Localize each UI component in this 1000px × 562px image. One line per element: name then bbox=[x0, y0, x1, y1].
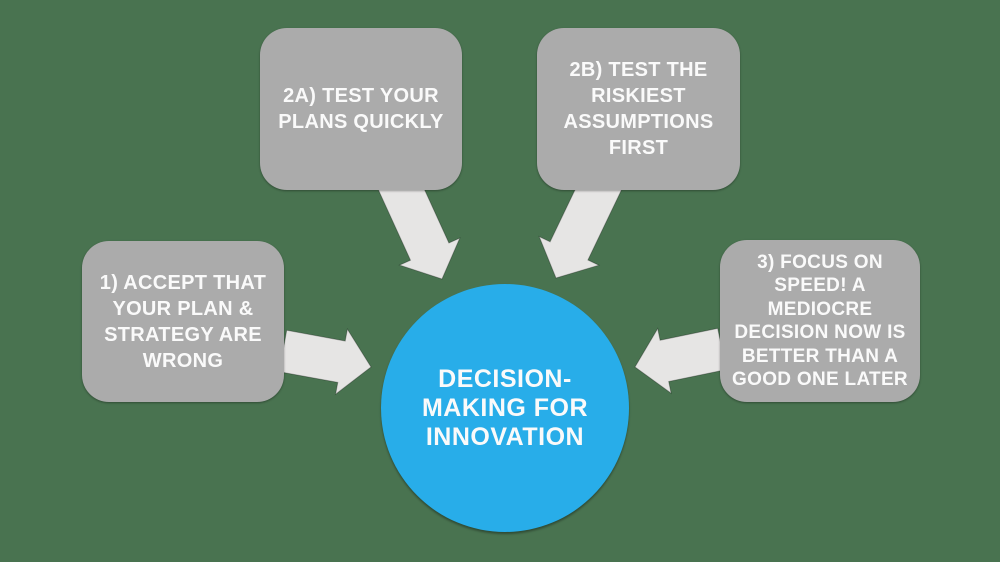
step-box-focus-on-speed: 3) FOCUS ON SPEED! A MEDIOCRE DECISION N… bbox=[720, 240, 920, 402]
center-circle-label: DECISION- MAKING FOR INNOVATION bbox=[421, 364, 589, 451]
step-box-test-riskiest-assumptions: 2B) TEST THE RISKIEST ASSUMPTIONS FIRST bbox=[537, 28, 740, 190]
arrow-left-to-center-icon bbox=[278, 327, 372, 396]
step-box-label: 1) ACCEPT THAT YOUR PLAN & STRATEGY ARE … bbox=[99, 271, 267, 372]
step-box-accept-plan-wrong: 1) ACCEPT THAT YOUR PLAN & STRATEGY ARE … bbox=[82, 241, 284, 402]
arrow-topright-to-center-icon bbox=[538, 170, 623, 279]
step-box-label: 3) FOCUS ON SPEED! A MEDIOCRE DECISION N… bbox=[732, 251, 908, 391]
step-box-label: 2B) TEST THE RISKIEST ASSUMPTIONS FIRST bbox=[563, 59, 714, 159]
step-box-label: 2A) TEST YOUR PLANS QUICKLY bbox=[278, 85, 444, 133]
arrow-right-to-center-icon bbox=[634, 327, 727, 395]
step-box-test-plans-quickly: 2A) TEST YOUR PLANS QUICKLY bbox=[260, 28, 462, 190]
center-circle-decision-making: DECISION- MAKING FOR INNOVATION bbox=[381, 284, 629, 532]
